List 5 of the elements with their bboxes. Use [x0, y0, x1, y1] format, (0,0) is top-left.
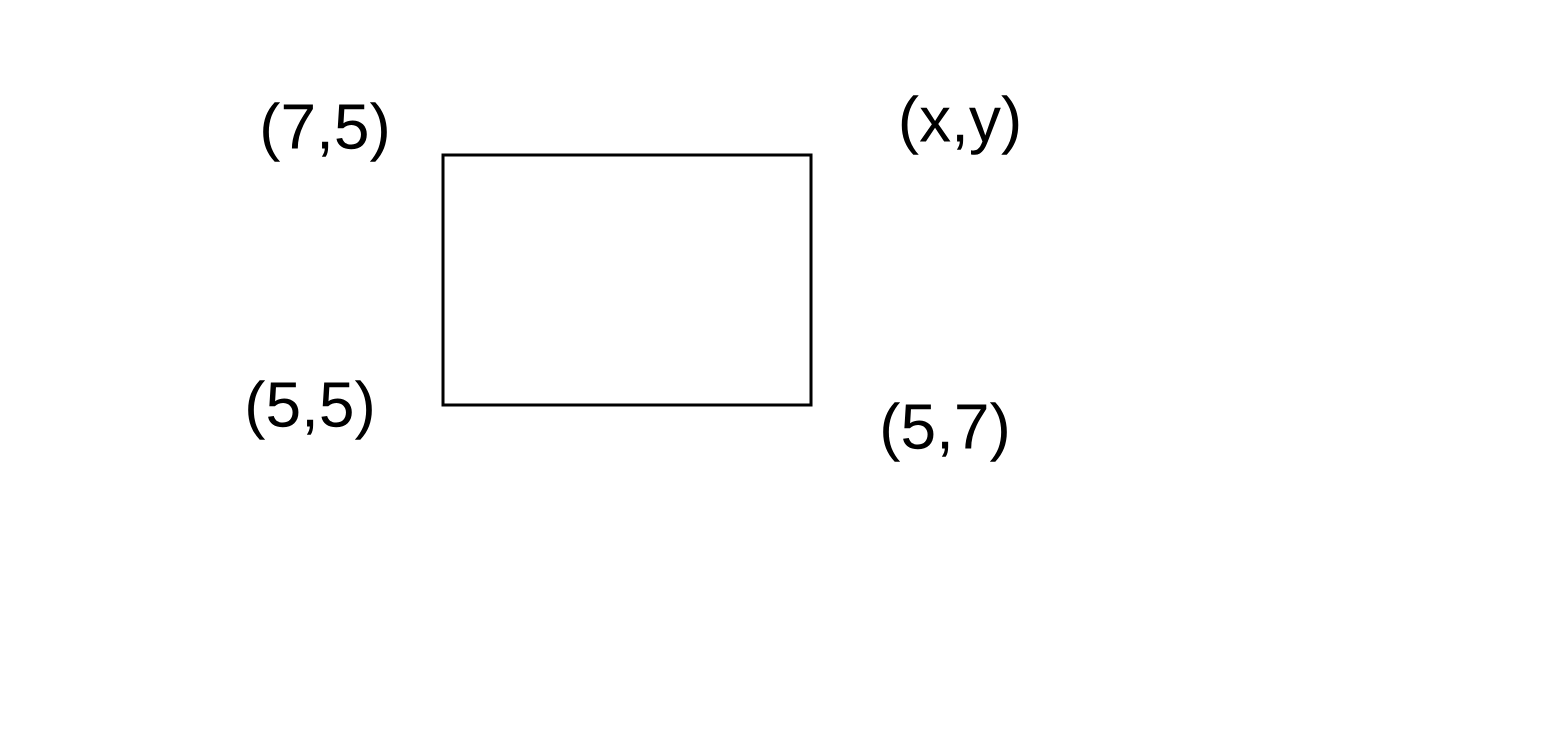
coordinate-label: (7,5) — [263, 102, 387, 162]
coordinate-label: (5,7) — [883, 402, 1007, 462]
rectangle-shape — [441, 153, 813, 407]
coordinate-label: (x,y) — [901, 95, 1019, 155]
coordinate-label: (5,5) — [248, 380, 372, 440]
